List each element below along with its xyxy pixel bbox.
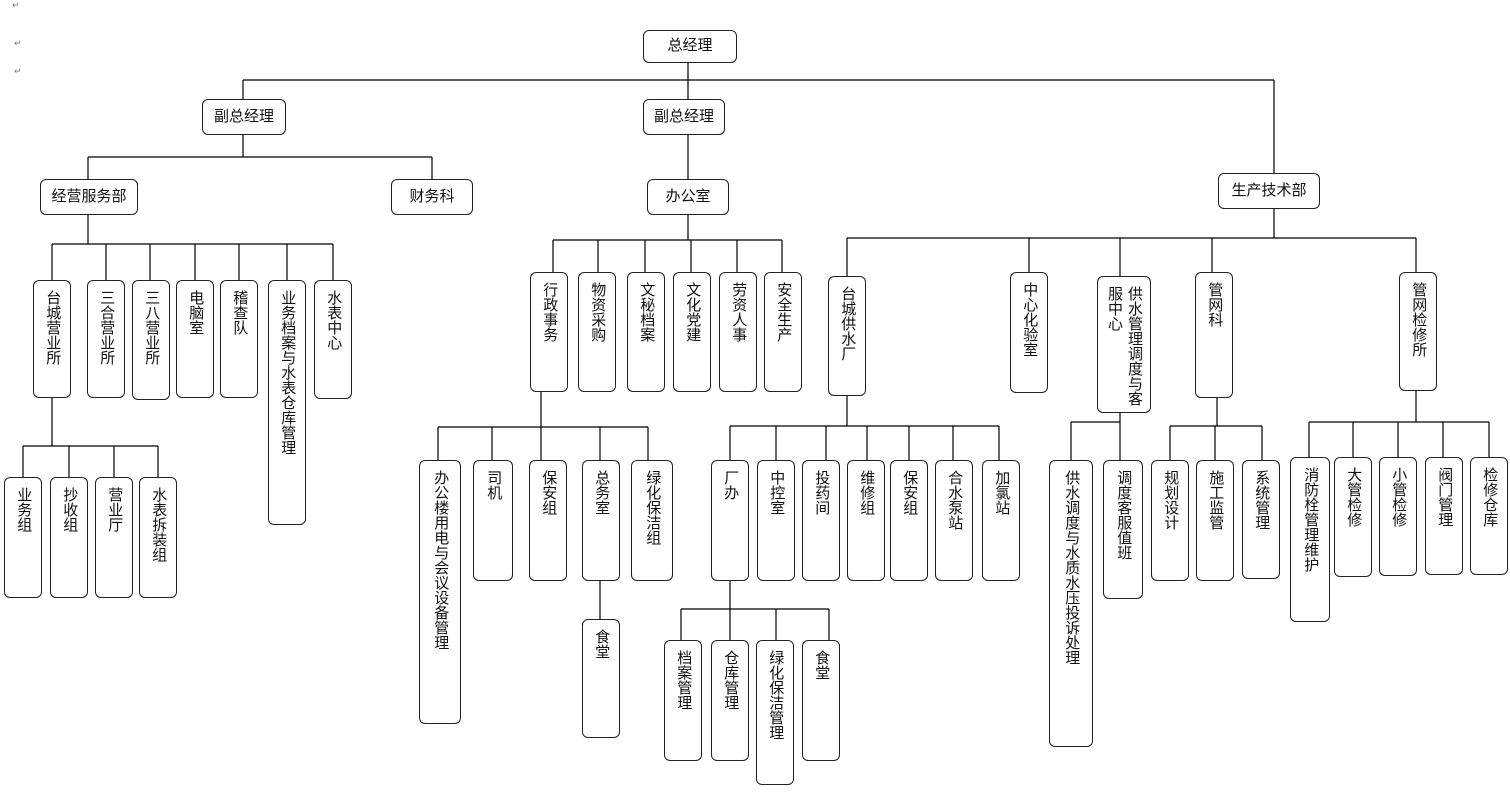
node-office-unit: 文秘档案 — [627, 272, 665, 392]
node-admin-team: 总务室 — [582, 460, 620, 581]
node-production-unit: 管网检修所 — [1399, 272, 1437, 391]
node-production-unit: 管网科 — [1195, 272, 1233, 398]
node-network-team: 施工监管 — [1196, 460, 1234, 581]
node-admin-team: 办公楼用电与会议设备管理 — [419, 460, 461, 724]
node-repair-team: 消防栓管理维护 — [1290, 457, 1330, 622]
node-business-unit: 三合营业所 — [87, 280, 125, 398]
node-business-unit: 电脑室 — [176, 280, 214, 398]
node-office-unit: 物资采购 — [578, 272, 616, 392]
node-dispatch-team: 调度客服值班 — [1103, 460, 1143, 599]
node-office: 办公室 — [647, 179, 729, 215]
node-sales-team: 营业厅 — [95, 477, 133, 598]
node-office-unit: 行政事务 — [530, 272, 568, 392]
node-business-unit: 业务档案与水表仓库管理 — [268, 280, 306, 525]
node-office-unit: 劳资人事 — [719, 272, 757, 392]
node-repair-team: 大管检修 — [1334, 457, 1372, 577]
node-plant-office-team: 档案管理 — [664, 640, 702, 761]
node-sales-team: 水表拆装组 — [139, 477, 177, 598]
node-root: 总经理 — [643, 30, 737, 63]
paragraph-mark: ↵ — [12, 0, 20, 10]
node-deputy-left: 副总经理 — [202, 99, 286, 135]
node-plant-team: 保安组 — [890, 460, 928, 581]
node-dispatch-team: 供水调度与水质水压投诉处理 — [1049, 460, 1093, 747]
node-office-unit: 文化党建 — [673, 272, 711, 392]
node-network-team: 系统管理 — [1242, 460, 1280, 579]
node-sales-team: 业务组 — [4, 477, 42, 598]
paragraph-mark: ↵ — [14, 38, 22, 48]
node-business-unit: 稽查队 — [220, 280, 258, 398]
node-admin-team: 保安组 — [529, 460, 567, 581]
node-plant-office-team: 绿化保洁管理 — [756, 640, 794, 785]
paragraph-mark: ↵ — [14, 66, 22, 76]
node-finance: 财务科 — [391, 179, 473, 215]
node-production-dept: 生产技术部 — [1218, 173, 1320, 209]
node-admin-team: 司机 — [473, 460, 513, 581]
node-repair-team: 检修仓库 — [1470, 457, 1508, 575]
node-plant-team: 厂办 — [711, 460, 749, 581]
node-business-unit: 台城营业所 — [33, 280, 71, 398]
node-office-unit: 安全生产 — [764, 272, 802, 392]
node-repair-team: 小管检修 — [1379, 457, 1417, 576]
node-admin-team: 绿化保洁组 — [631, 460, 673, 581]
node-business-unit: 三八营业所 — [132, 280, 170, 400]
node-business-unit: 水表中心 — [314, 280, 352, 399]
node-business-dept: 经营服务部 — [40, 179, 138, 215]
node-plant-office-team: 仓库管理 — [711, 640, 749, 761]
node-general-affairs-sub: 食堂 — [582, 619, 620, 738]
node-plant-team: 投药间 — [802, 460, 840, 581]
node-network-team: 规划设计 — [1151, 460, 1189, 581]
node-plant-team: 维修组 — [847, 460, 885, 581]
node-deputy-mid: 副总经理 — [643, 99, 725, 135]
node-sales-team: 抄收组 — [50, 477, 88, 598]
node-production-unit: 供水管理调度与客服中心 — [1097, 276, 1151, 413]
node-plant-team: 合水泵站 — [935, 460, 973, 581]
node-plant-team: 加氯站 — [982, 460, 1020, 581]
node-plant-office-team: 食堂 — [802, 640, 840, 761]
node-production-unit: 台城供水厂 — [828, 276, 866, 396]
node-production-unit: 中心化验室 — [1010, 272, 1048, 393]
node-repair-team: 阀门管理 — [1425, 457, 1463, 575]
node-plant-team: 中控室 — [757, 460, 795, 581]
